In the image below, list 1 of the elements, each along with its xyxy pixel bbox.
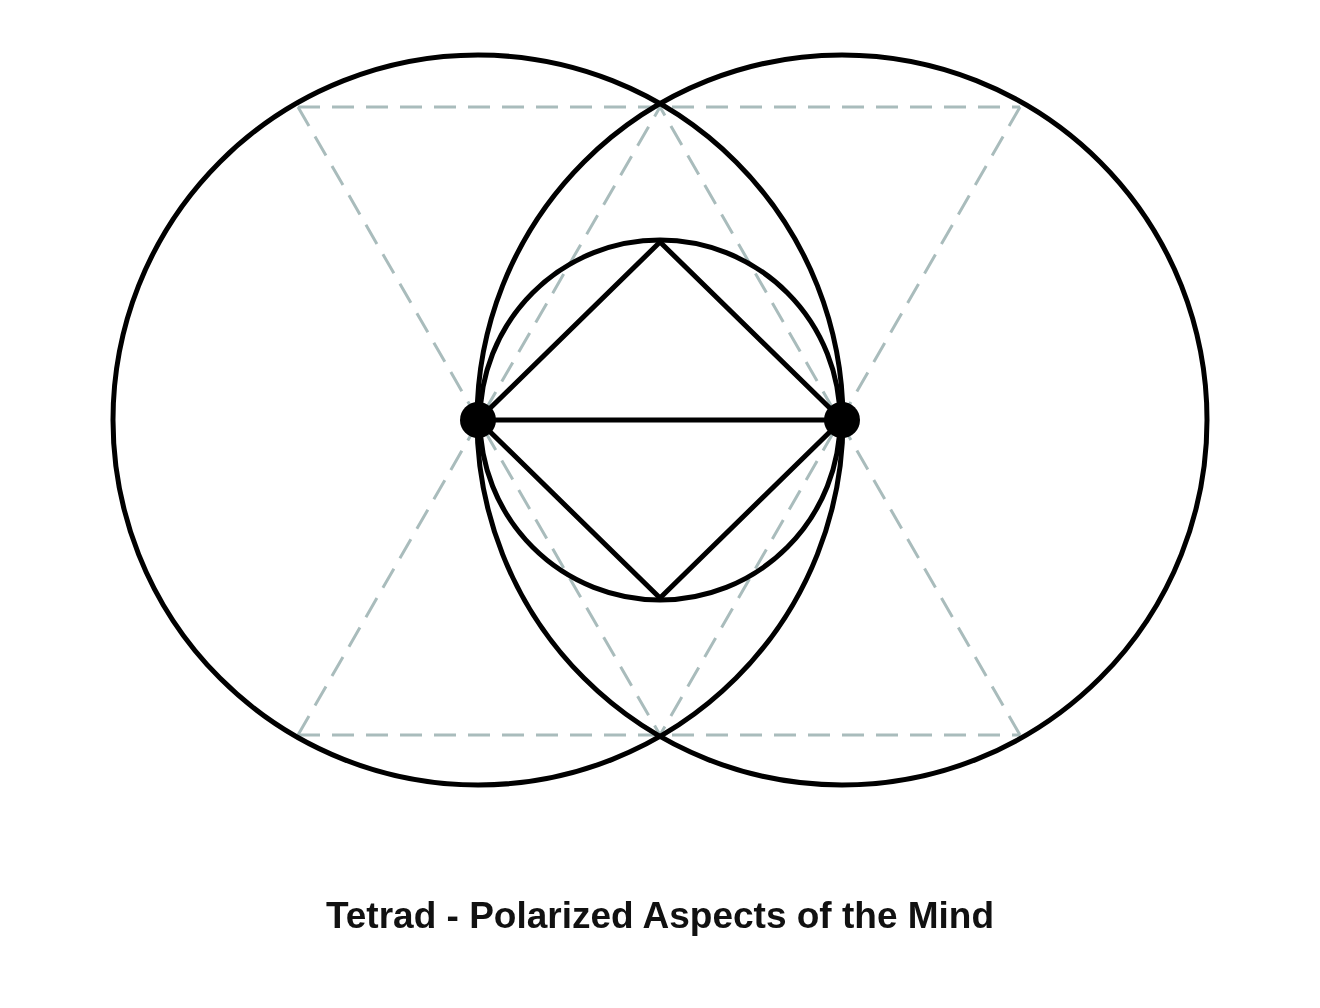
caption: Tetrad - Polarized Aspects of the Mind	[325, 895, 995, 937]
